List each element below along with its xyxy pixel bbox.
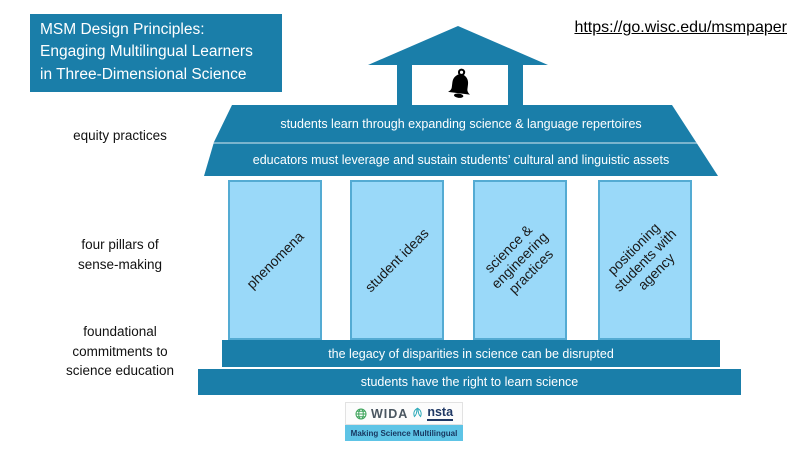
equity-band-1: students learn through expanding science…: [280, 116, 642, 131]
title-line-3: in Three-Dimensional Science: [40, 65, 247, 83]
msm-paper-link[interactable]: https://go.wisc.edu/msmpaper: [574, 19, 787, 36]
equity-band-2: educators must leverage and sustain stud…: [252, 153, 670, 167]
roof-support-left: [397, 64, 412, 106]
nsta-logo-text: nsta: [427, 406, 454, 422]
footer-logo-box: WIDA nsta: [345, 402, 463, 425]
wida-globe-icon: [355, 408, 367, 420]
title-line-2: Engaging Multilingual Learners: [40, 43, 253, 61]
nsta-leaf-icon: [412, 407, 423, 420]
entablature: students learn through expanding science…: [204, 105, 718, 176]
bell-icon: [442, 66, 478, 104]
label-four-pillars: four pillars of sense-making: [77, 237, 163, 272]
title-line-1: MSM Design Principles:: [40, 21, 205, 38]
tagline-bar: Making Science Multilingual: [345, 425, 463, 441]
roof-triangle: [368, 26, 548, 65]
pillar-phenomena-label: phenomena: [243, 228, 307, 292]
pillar-science-engineering-practices: science & engineering practices: [473, 180, 567, 340]
pillar-student-ideas-label: student ideas: [361, 224, 433, 296]
label-foundational-commitments: foundational commitments to science educ…: [65, 324, 175, 379]
foundation-band-1: the legacy of disparities in science can…: [222, 340, 720, 367]
pillar-science-engineering-practices-label: science & engineering practices: [481, 221, 557, 297]
pillar-positioning-students-with-agency: positioning students with agency: [598, 180, 692, 340]
wida-logo-text: WIDA: [370, 406, 409, 421]
roof-support-right: [508, 64, 523, 106]
tagline-text: Making Science Multilingual: [350, 428, 458, 438]
foundation-band-2: students have the right to learn science: [198, 369, 741, 395]
entablature-divider: [212, 142, 704, 144]
title-card: MSM Design Principles: Engaging Multilin…: [30, 14, 282, 92]
label-equity-practices: equity practices: [73, 128, 167, 143]
pillar-student-ideas: student ideas: [350, 180, 444, 340]
pillar-positioning-students-with-agency-label: positioning students with agency: [604, 219, 680, 295]
pillar-phenomena: phenomena: [228, 180, 322, 340]
